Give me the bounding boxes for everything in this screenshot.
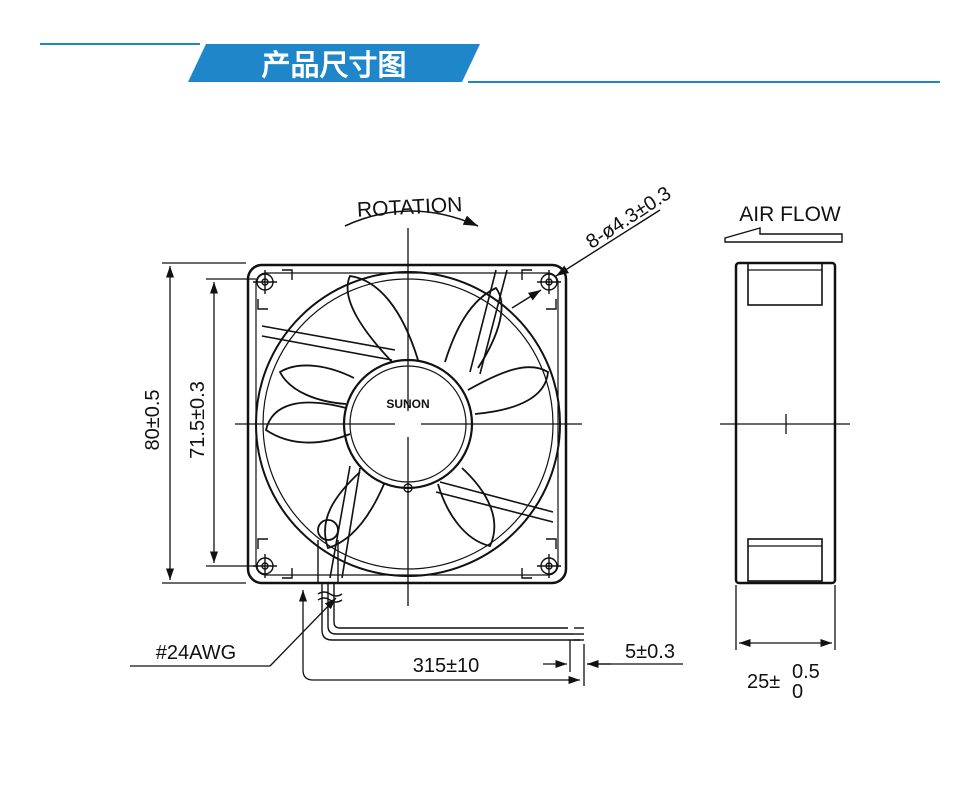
thickness-upper-tol: 0.5 — [792, 661, 820, 683]
page-title: 产品尺寸图 — [261, 48, 406, 82]
mount-hole-br — [521, 538, 561, 579]
brand-logo: SUNON — [386, 397, 429, 411]
hole-spec-leader — [511, 209, 661, 309]
airflow-label: AIR FLOW — [739, 203, 841, 226]
rotation-indicator — [344, 210, 479, 227]
thickness-base-label: 25± — [747, 671, 780, 693]
rotation-label: ROTATION — [356, 193, 462, 221]
height-dimension — [162, 262, 246, 584]
strip-length-label: 5±0.3 — [625, 641, 675, 663]
lead-wires — [317, 583, 584, 641]
mount-hole-bl — [253, 538, 293, 579]
wire-gauge-leader — [130, 597, 337, 667]
strip-length-dimension — [543, 640, 683, 672]
side-view — [720, 261, 850, 585]
center-lines — [235, 228, 582, 606]
hole-spec-label: 8-ø4.3±0.3 — [582, 182, 675, 253]
lead-length-dimension — [298, 590, 585, 686]
header-bar: 产品尺寸图 — [40, 43, 940, 83]
thickness-lower-tol: 0 — [792, 681, 803, 703]
frame-spokes — [261, 269, 554, 579]
airflow-arrow — [724, 227, 843, 243]
wire-gauge-label: #24AWG — [156, 642, 236, 664]
mount-hole-tl — [253, 269, 293, 310]
mount-hole-tr — [521, 269, 561, 310]
thickness-dimension — [735, 585, 836, 650]
front-view — [235, 228, 582, 606]
lead-length-label: 315±10 — [413, 655, 480, 677]
height-overall-label: 80±0.5 — [142, 389, 164, 450]
fan-blades — [264, 275, 549, 550]
hole-pitch-label: 71.5±0.3 — [187, 381, 209, 459]
hole-pitch-dimension — [206, 278, 256, 567]
